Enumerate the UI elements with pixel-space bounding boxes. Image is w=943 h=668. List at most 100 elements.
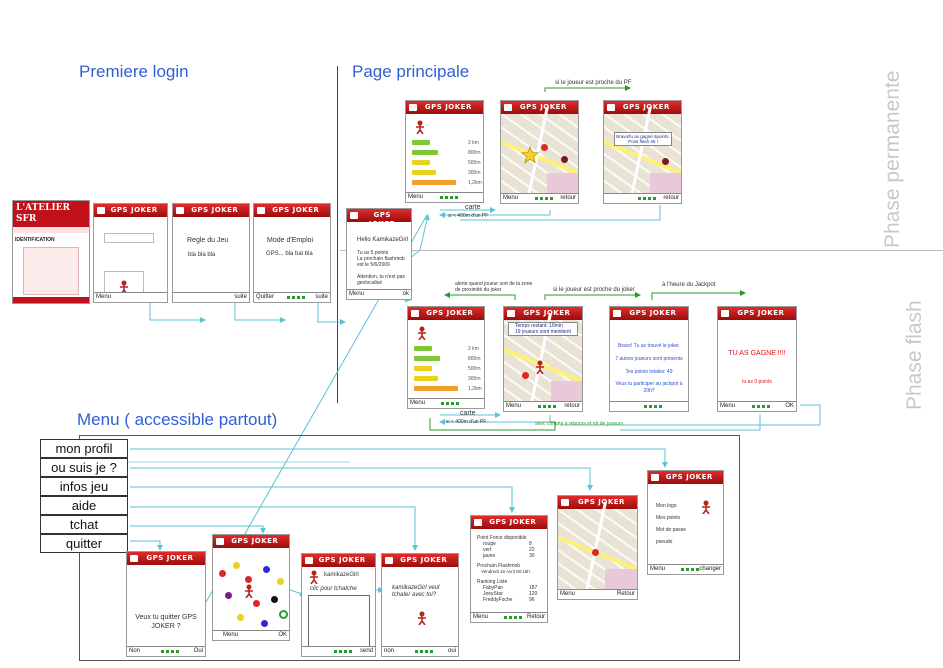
footer-menu[interactable]: Menu xyxy=(560,591,576,597)
distance-bar-4 xyxy=(414,376,438,381)
footer-non[interactable]: Non xyxy=(129,648,141,654)
phone-map-bravo: GPS JOKER Bravo!fu as gagné 5points. Poi… xyxy=(603,100,682,204)
manual-title: Mode d'Emploi xyxy=(267,237,314,244)
map-view[interactable]: Bravo!fu as gagné 5points. Point flash 4… xyxy=(604,106,681,201)
flash-gagne-points: tu as 0 points xyxy=(742,379,772,385)
footer-ok[interactable]: OK xyxy=(278,632,287,638)
footer-menu[interactable]: Menu xyxy=(506,403,522,409)
footer-ok[interactable]: OK xyxy=(785,403,794,409)
player-marker xyxy=(541,144,548,151)
menu-item-mon-profil[interactable]: mon profil xyxy=(40,439,128,458)
footer-quitter[interactable]: Quitter xyxy=(256,294,275,300)
menu-item-infos-jeu[interactable]: infos jeu xyxy=(40,477,128,496)
profil-item-points[interactable]: Mes points xyxy=(656,515,681,521)
footer-oui[interactable]: oui xyxy=(447,648,456,654)
tchat-input[interactable] xyxy=(308,595,370,646)
footer-menu[interactable]: Menu xyxy=(650,566,666,572)
flash-present-text: 7 autres joueurs sont présents xyxy=(615,356,683,362)
footer-retour[interactable]: retour xyxy=(560,195,576,201)
distance-label-5: 1,2km xyxy=(468,180,482,186)
target-ring xyxy=(279,610,288,619)
rank-name: FreddyFoche xyxy=(483,597,513,603)
footer-retour[interactable]: Retour xyxy=(616,591,635,597)
info-title: Point Force disponible xyxy=(477,535,527,541)
dot xyxy=(245,576,252,583)
distance-label-1: 2 km xyxy=(468,346,479,352)
app-header: GPS JOKER xyxy=(501,101,578,114)
countdown-box: Temps restant: 16min 19 joueurs sont mei… xyxy=(508,322,578,336)
joker-figure-icon xyxy=(418,326,426,340)
distance-bar-2 xyxy=(414,356,440,361)
rules-text: bla bla bla xyxy=(188,252,216,258)
phone-tchat: GPS JOKER kamikazeGirl clic pour tchatch… xyxy=(301,553,376,657)
choose-role-box[interactable] xyxy=(104,271,144,292)
phone-login-choose: GPS JOKER Menu xyxy=(93,203,168,303)
menu-item-tchat[interactable]: tchat xyxy=(40,515,128,534)
footer-ok[interactable]: ok xyxy=(402,291,409,297)
compte-label: avec compte à rebours et nb de joueurs xyxy=(535,421,624,427)
joker-figure-icon xyxy=(416,120,424,134)
footer-menu[interactable]: Menu xyxy=(503,195,519,201)
footer-menu[interactable]: Menu xyxy=(473,614,489,620)
footer-menu[interactable]: Menu xyxy=(223,632,239,638)
footer-menu[interactable]: Menu xyxy=(720,403,736,409)
user-avatar-icon xyxy=(310,570,318,584)
app-header: GPS JOKER xyxy=(347,209,411,228)
phone-flash-gagne: GPS JOKER TU AS GAGNE !!!! tu as 0 point… xyxy=(717,306,797,412)
distance-label-4: 300m xyxy=(468,170,481,176)
manual-text: GPS... bla bal bla xyxy=(266,251,313,257)
menu-item-quitter[interactable]: quitter xyxy=(40,534,128,553)
phone-flash-map: GPS JOKER Temps restant: 16min 19 joueur… xyxy=(503,306,583,412)
app-header: GPS JOKER xyxy=(406,101,483,114)
atelier-footer xyxy=(13,297,89,303)
footer-menu[interactable]: Menu xyxy=(96,294,112,300)
footer-oui[interactable]: Oui xyxy=(193,648,203,654)
profil-item-logo[interactable]: Mon logo xyxy=(656,503,677,509)
footer-retour[interactable]: Retour xyxy=(526,614,545,620)
carte-label-flash: carte xyxy=(460,410,476,417)
footer-retour[interactable]: retour xyxy=(564,403,580,409)
divider-horizontal xyxy=(340,250,943,251)
distance-label-5: 1,2km xyxy=(468,386,482,392)
countdown-text: Temps restant: 16min xyxy=(515,323,563,329)
divider-vertical xyxy=(337,66,338,403)
profil-item-password[interactable]: Mot de passe xyxy=(656,527,687,533)
footer-menu[interactable]: Menu xyxy=(410,400,426,406)
rank-name: FabyPan xyxy=(483,585,504,591)
flash-total-text: Tes points totales: 49 xyxy=(625,369,673,375)
map-view[interactable] xyxy=(501,106,578,201)
footer-changer[interactable]: changer xyxy=(699,566,721,572)
app-header: GPS JOKER xyxy=(94,204,167,217)
atelier-login-pane[interactable] xyxy=(23,247,79,295)
footer-menu[interactable]: Menu xyxy=(349,291,365,297)
footer-suite[interactable]: suite xyxy=(234,294,247,300)
map-view[interactable]: Temps restant: 16min 19 joueurs sont mei… xyxy=(504,312,582,409)
dot xyxy=(271,596,278,603)
info-row-value: 22 xyxy=(529,547,535,553)
rank-name: JoeyStar xyxy=(483,591,503,597)
map-view[interactable] xyxy=(558,501,637,597)
footer-non[interactable]: non xyxy=(384,648,395,654)
invite-text: kamikazeGirl veut tchater avec toi? xyxy=(392,585,440,598)
app-header: GPS JOKER xyxy=(382,554,458,567)
info-rank-title: Ranking Liste xyxy=(477,579,508,585)
footer-retour[interactable]: retour xyxy=(663,195,679,201)
menu-item-ou-suis-je[interactable]: ou suis je ? xyxy=(40,458,128,477)
joker-marker xyxy=(662,158,669,165)
footer-suite[interactable]: suite xyxy=(315,294,328,300)
footer-menu[interactable]: Menu xyxy=(408,194,424,200)
bravo-popup: Bravo!fu as gagné 5points. Point flash 4… xyxy=(614,132,672,146)
app-header: GPS JOKER xyxy=(558,496,637,509)
footer-send[interactable]: send xyxy=(359,648,373,654)
phone-welcome: GPS JOKER Hello KamikazeGirl Tu as 5 poi… xyxy=(346,208,412,300)
phone-tchat-invite: GPS JOKER kamikazeGirl veut tchater avec… xyxy=(381,553,459,657)
profil-item-pseudo[interactable]: pseudo xyxy=(656,539,673,545)
app-header: GPS JOKER xyxy=(173,204,249,217)
arrow-label-jackpot: à l'heure du Jackpot xyxy=(662,282,716,288)
menu-item-aide[interactable]: aide xyxy=(40,496,128,515)
choose-avatar-box[interactable] xyxy=(104,233,154,243)
phone-infos-jeu: GPS JOKER Point Force disponible rouge 8… xyxy=(470,515,548,623)
dot xyxy=(219,570,226,577)
joker-figure-icon xyxy=(120,280,128,292)
